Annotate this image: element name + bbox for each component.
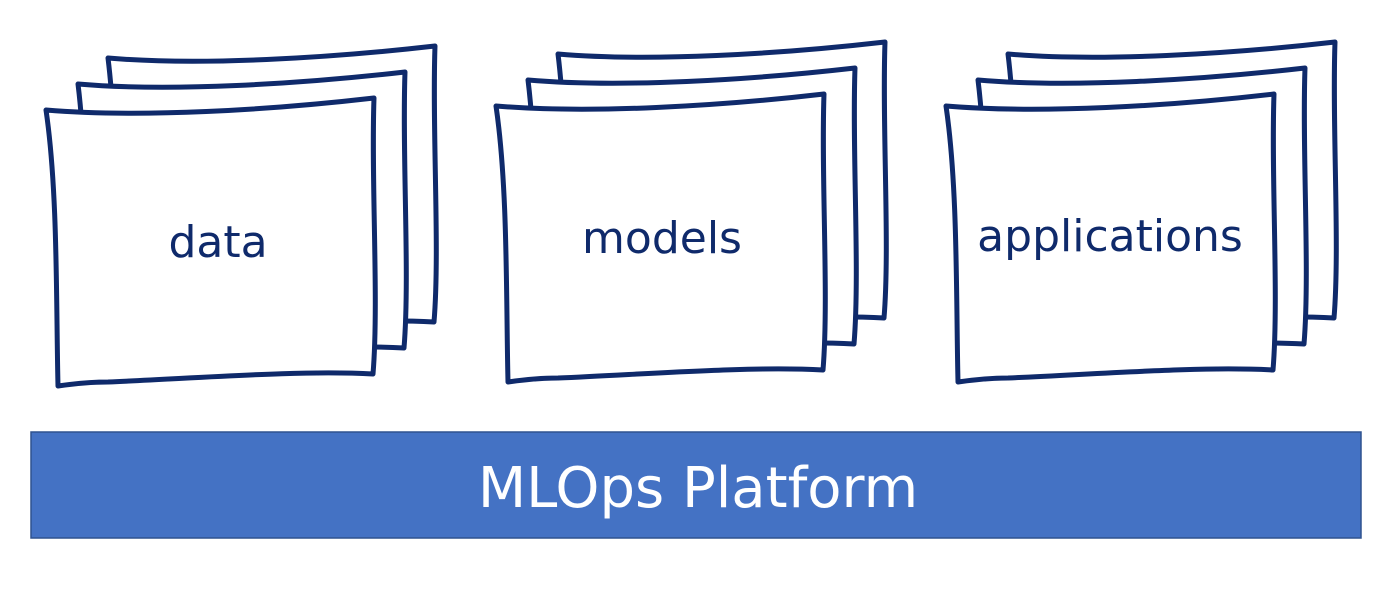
platform-bar bbox=[30, 431, 1362, 539]
stack-data: data bbox=[43, 43, 439, 389]
platform-label: MLOps Platform bbox=[478, 456, 918, 521]
stack-label: applications bbox=[977, 211, 1243, 262]
document-sheet-front bbox=[943, 91, 1278, 385]
platform: MLOps Platform bbox=[30, 431, 1362, 539]
stack-label: data bbox=[168, 217, 267, 268]
document-sheet-front bbox=[493, 91, 828, 385]
stack-models: models bbox=[493, 39, 889, 385]
stack-label: models bbox=[582, 213, 742, 264]
document-sheet-front bbox=[43, 95, 378, 389]
stack-applications: applications bbox=[943, 39, 1339, 385]
